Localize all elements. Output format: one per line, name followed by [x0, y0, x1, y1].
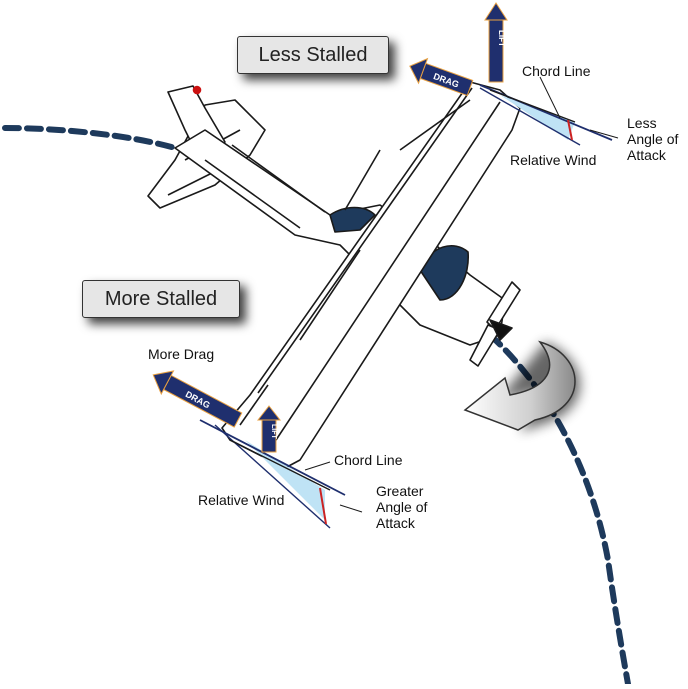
spin-path-upper [2, 125, 178, 151]
lower-drag-arrow: DRAG [152, 370, 243, 428]
less-aoa-line2: Angle of [627, 131, 679, 147]
more-drag-label: More Drag [148, 346, 215, 362]
upper-aoa-wedge [500, 95, 575, 140]
greater-aoa-line1: Greater [376, 483, 424, 499]
greater-aoa-line3: Attack [376, 515, 415, 531]
more-stalled-text: More Stalled [104, 288, 218, 310]
lower-lift-arrow: LIFT [256, 405, 282, 453]
less-stalled-text: Less Stalled [258, 44, 368, 66]
relative-wind-bottom-label: Relative Wind [198, 492, 285, 508]
lower-wingtip-vectors: DRAG LIFT [152, 370, 363, 529]
more-stalled-callout: More Stalled [82, 280, 240, 318]
upper-lift-text: LIFT [497, 30, 506, 47]
lower-aoa-wedge [245, 440, 325, 520]
greater-aoa-line2: Angle of [376, 499, 428, 515]
rotation-arrow-icon [463, 340, 580, 432]
lower-lift-text: LIFT [270, 424, 277, 439]
upper-drag-arrow: DRAG [409, 57, 474, 97]
relative-wind-top-label: Relative Wind [510, 152, 597, 168]
less-aoa-line1: Less [627, 115, 657, 131]
greater-aoa-label: Greater Angle of Attack [376, 483, 427, 531]
airplane-illustration [147, 81, 521, 469]
upper-lift-arrow: LIFT [484, 2, 508, 83]
chord-line-bottom-label: Chord Line [334, 452, 403, 468]
less-aoa-label: Less Angle of Attack [627, 115, 678, 163]
chord-line-top-label: Chord Line [522, 63, 591, 79]
spinner [489, 319, 513, 341]
less-aoa-line3: Attack [627, 147, 666, 163]
upper-wingtip-vectors: DRAG LIFT [409, 2, 619, 146]
less-stalled-callout: Less Stalled [237, 36, 389, 74]
beacon-light [192, 85, 202, 95]
